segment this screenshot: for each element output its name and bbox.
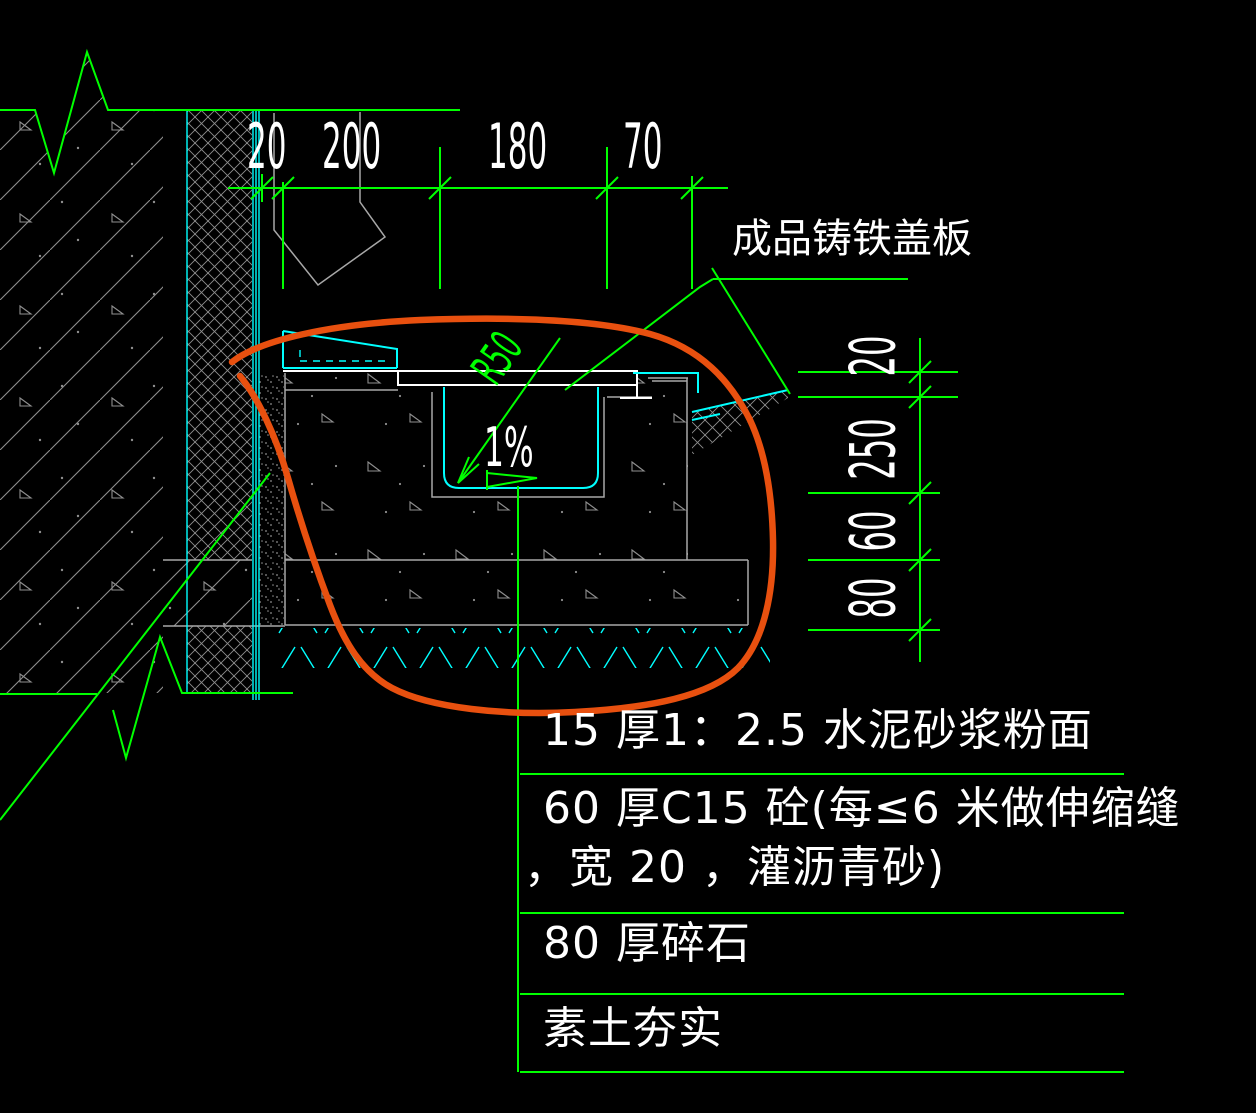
orange-highlight-loop	[228, 315, 777, 717]
note-underlines	[520, 773, 1124, 1073]
green-linework	[0, 48, 1124, 1073]
top-dimension-180: 180	[488, 110, 548, 183]
cover-plate-label: 成品铸铁盖板	[732, 216, 972, 262]
top-dimension-20: 20	[247, 110, 287, 183]
note-gravel: 80 厚碎石	[543, 918, 751, 969]
right-dimension-250: 250	[836, 418, 910, 480]
top-dimension-200: 200	[322, 110, 382, 183]
waterproofing-crosshatch	[187, 110, 252, 693]
cover-plate-mask	[397, 370, 638, 386]
cover-plate-leader	[564, 278, 908, 391]
wall-section-hatch	[0, 52, 252, 693]
top-dimension-70: 70	[623, 110, 663, 183]
note-c15-concrete-line1: 60 厚C15 砼(每≤6 米做伸缩缝	[543, 783, 1181, 834]
ground-break-line	[0, 48, 460, 177]
bottom-break-line	[0, 472, 293, 821]
right-dimension-60: 60	[836, 510, 910, 552]
note-compacted-soil: 素土夯实	[543, 1003, 723, 1054]
slope-symbol	[486, 470, 538, 490]
cover-plate-outline	[283, 370, 652, 399]
right-dimension-80: 80	[836, 577, 910, 619]
pavement-wedge-hatch	[692, 390, 788, 455]
slope-label: 1%	[484, 416, 534, 479]
note-cement-mortar: 15 厚1：2.5 水泥砂浆粉面	[543, 705, 1093, 756]
note-c15-concrete-line2: ，宽 20 ，灌沥青砂)	[524, 842, 946, 893]
concrete-section-hatch	[285, 373, 748, 625]
right-dimension-20: 20	[836, 335, 910, 377]
radius-leader	[457, 337, 561, 484]
